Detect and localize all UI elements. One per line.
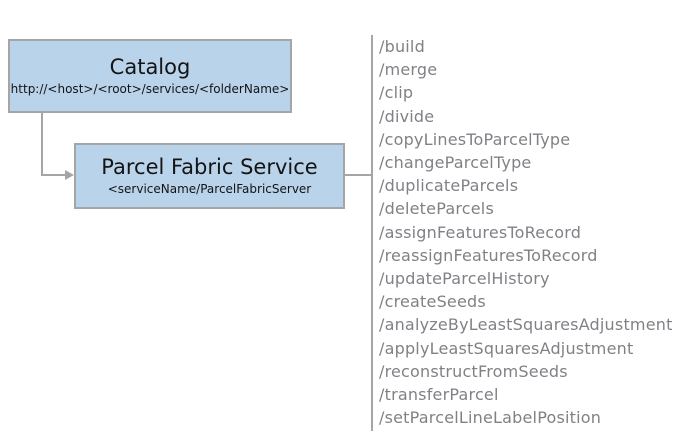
endpoint-item: /updateParcelHistory	[379, 269, 550, 289]
endpoint-item: /createSeeds	[379, 292, 486, 312]
service-title: Parcel Fabric Service	[101, 155, 318, 179]
endpoint-item: /merge	[379, 60, 438, 80]
endpoint-list-separator-line	[371, 35, 373, 431]
connector-elbow-horizontal	[41, 174, 67, 176]
endpoint-item: /deleteParcels	[379, 199, 494, 219]
endpoint-list: /build/merge/clip/divide/copyLinesToParc…	[379, 35, 673, 429]
endpoint-item: /clip	[379, 83, 414, 103]
endpoint-item: /analyzeByLeastSquaresAdjustment	[379, 315, 673, 335]
catalog-node: Catalog http://<host>/<root>/services/<f…	[8, 39, 292, 113]
service-url-pattern: <serviceName/ParcelFabricServer	[107, 182, 312, 196]
endpoint-item: /copyLinesToParcelType	[379, 129, 571, 149]
endpoint-item: /setParcelLineLabelPosition	[379, 408, 602, 428]
endpoint-item: /build	[379, 37, 425, 56]
endpoint-item: /changeParcelType	[379, 153, 532, 173]
catalog-title: Catalog	[109, 55, 191, 79]
endpoint-item: /applyLeastSquaresAdjustment	[379, 338, 634, 358]
parcel-fabric-service-node: Parcel Fabric Service <serviceName/Parce…	[74, 143, 345, 209]
endpoint-item: /duplicateParcels	[379, 176, 519, 196]
connector-elbow-vertical	[41, 113, 43, 176]
arrowhead-right-icon	[65, 170, 74, 180]
catalog-url-pattern: http://<host>/<root>/services/<folderNam…	[10, 82, 290, 96]
service-to-endpoints-connector	[345, 174, 372, 176]
endpoint-item: /divide	[379, 106, 435, 126]
endpoint-item: /transferParcel	[379, 385, 499, 405]
endpoint-item: /reconstructFromSeeds	[379, 361, 568, 381]
endpoint-item: /assignFeaturesToRecord	[379, 222, 582, 242]
endpoint-item: /reassignFeaturesToRecord	[379, 245, 598, 265]
